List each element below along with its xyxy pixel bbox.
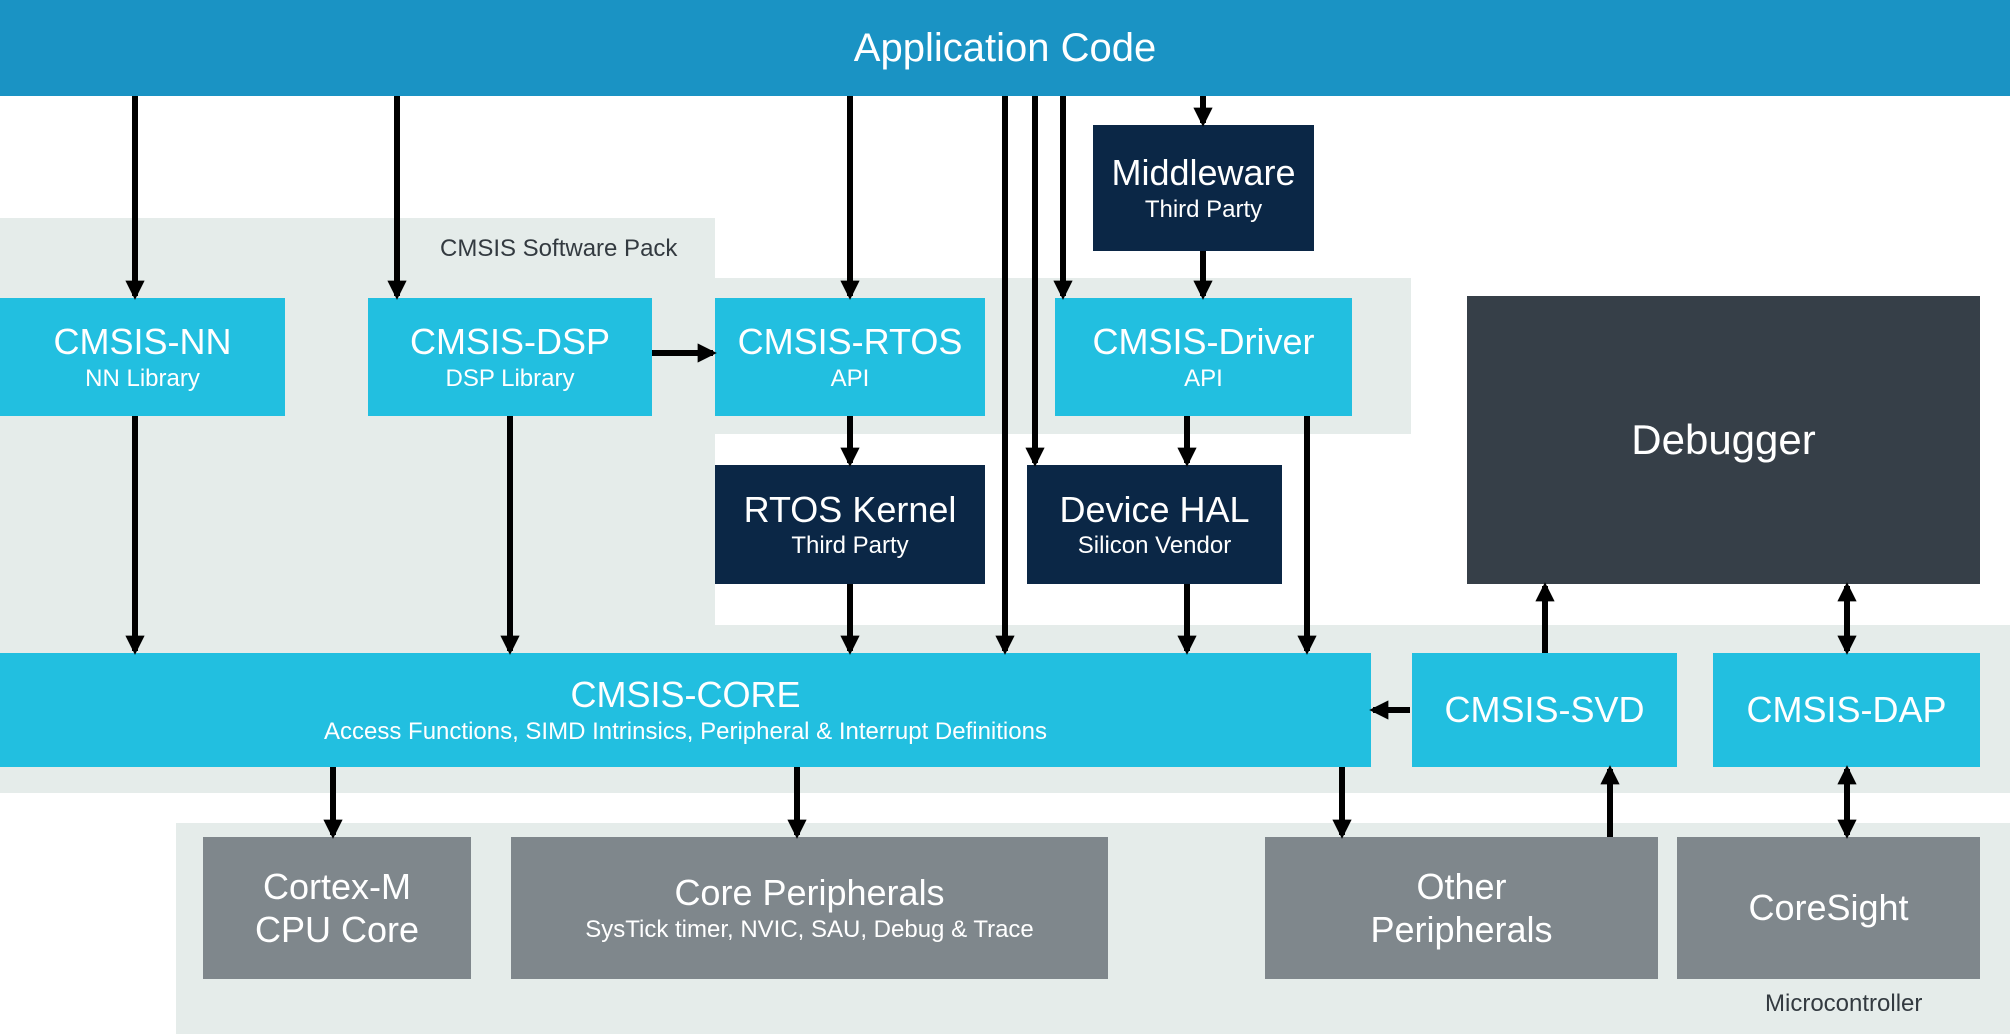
cmsis-dsp-subtitle: DSP Library	[445, 364, 575, 392]
cmsis-nn-subtitle: NN Library	[85, 364, 200, 392]
core-peripherals-block: Core Peripherals SysTick timer, NVIC, SA…	[511, 837, 1108, 979]
cmsis-dap-title: CMSIS-DAP	[1746, 689, 1947, 731]
coresight-title: CoreSight	[1748, 887, 1909, 929]
cmsis-dap-block: CMSIS-DAP	[1713, 653, 1980, 767]
rtos-kernel-subtitle: Third Party	[791, 532, 909, 560]
other-peripherals-line1: Other	[1416, 865, 1507, 907]
cmsis-dsp-block: CMSIS-DSP DSP Library	[368, 298, 652, 416]
cortex-m-block: Cortex-M CPU Core	[203, 837, 471, 979]
software-pack-region	[0, 218, 715, 650]
device-hal-block: Device HAL Silicon Vendor	[1027, 465, 1282, 584]
coresight-block: CoreSight	[1677, 837, 1980, 979]
middleware-block: Middleware Third Party	[1093, 125, 1314, 251]
cmsis-driver-subtitle: API	[1184, 364, 1223, 392]
cmsis-nn-block: CMSIS-NN NN Library	[0, 298, 285, 416]
other-peripherals-line2: Peripherals	[1370, 909, 1553, 950]
device-hal-subtitle: Silicon Vendor	[1077, 532, 1232, 560]
cortex-m-line2: CPU Core	[254, 909, 420, 950]
application-code-title: Application Code	[853, 26, 1157, 70]
cmsis-dsp-title: CMSIS-DSP	[409, 321, 611, 363]
cmsis-rtos-block: CMSIS-RTOS API	[715, 298, 985, 416]
cmsis-core-subtitle: Access Functions, SIMD Intrinsics, Perip…	[324, 717, 1047, 745]
middleware-title: Middleware	[1111, 152, 1296, 194]
cmsis-rtos-title: CMSIS-RTOS	[737, 321, 963, 363]
cmsis-svd-block: CMSIS-SVD	[1412, 653, 1677, 767]
application-code-bar: Application Code	[0, 0, 2010, 96]
cmsis-driver-block: CMSIS-Driver API	[1055, 298, 1352, 416]
core-peripherals-subtitle: SysTick timer, NVIC, SAU, Debug & Trace	[585, 915, 1034, 943]
other-peripherals-block: Other Peripherals	[1265, 837, 1658, 979]
cortex-m-line1: Cortex-M	[262, 865, 411, 907]
core-peripherals-title: Core Peripherals	[674, 872, 945, 914]
cmsis-core-block: CMSIS-CORE Access Functions, SIMD Intrin…	[0, 653, 1371, 767]
debugger-block: Debugger	[1467, 296, 1980, 584]
cmsis-svd-title: CMSIS-SVD	[1444, 689, 1645, 731]
cmsis-driver-title: CMSIS-Driver	[1092, 321, 1315, 363]
software-pack-label: CMSIS Software Pack	[440, 235, 678, 262]
device-hal-title: Device HAL	[1059, 488, 1250, 530]
microcontroller-label: Microcontroller	[1765, 990, 1923, 1017]
cmsis-core-title: CMSIS-CORE	[570, 674, 801, 716]
middleware-subtitle: Third Party	[1144, 195, 1263, 223]
cmsis-rtos-subtitle: API	[830, 364, 870, 392]
rtos-kernel-title: RTOS Kernel	[743, 488, 957, 530]
cmsis-nn-title: CMSIS-NN	[53, 321, 232, 363]
rtos-kernel-block: RTOS Kernel Third Party	[715, 465, 985, 584]
debugger-title: Debugger	[1631, 415, 1816, 463]
